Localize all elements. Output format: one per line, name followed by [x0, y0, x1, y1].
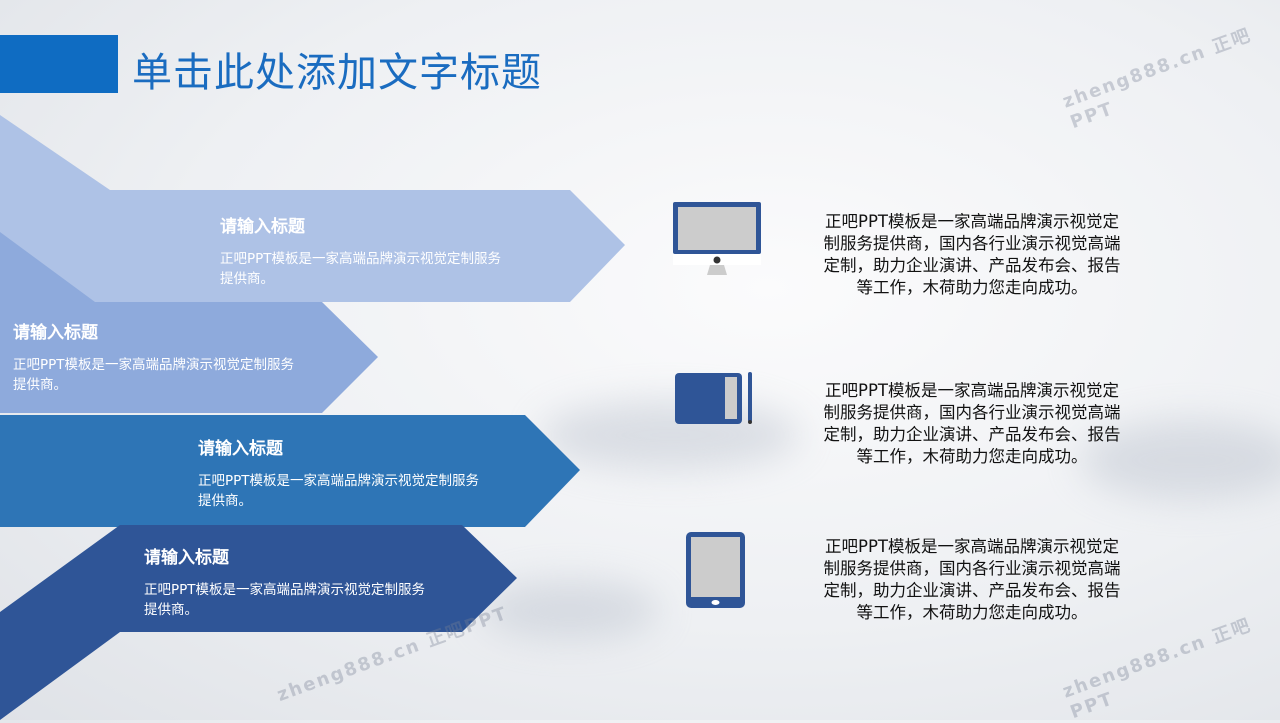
arrow-band-4	[0, 525, 517, 720]
band-heading: 请输入标题	[198, 439, 283, 459]
band-text-2: 请输入标题 正吧PPT模板是一家高端品牌演示视觉定制服务提供商。	[13, 318, 303, 395]
band-body: 正吧PPT模板是一家高端品牌演示视觉定制服务提供商。	[13, 357, 295, 393]
band-body: 正吧PPT模板是一家高端品牌演示视觉定制服务提供商。	[144, 582, 426, 618]
band-heading: 请输入标题	[144, 548, 229, 568]
arrow-band-1	[0, 115, 625, 302]
item-description-3: 正吧PPT模板是一家高端品牌演示视觉定制服务提供商，国内各行业演示视觉高端定制，…	[823, 537, 1121, 622]
band-heading: 请输入标题	[13, 323, 98, 343]
drawing-tablet-icon	[675, 372, 752, 424]
band-text-3: 请输入标题 正吧PPT模板是一家高端品牌演示视觉定制服务提供商。	[198, 434, 488, 511]
band-body: 正吧PPT模板是一家高端品牌演示视觉定制服务提供商。	[220, 251, 502, 287]
arrow-band-2	[0, 232, 378, 413]
item-description-2: 正吧PPT模板是一家高端品牌演示视觉定制服务提供商，国内各行业演示视觉高端定制，…	[823, 381, 1121, 466]
title-accent-bar	[0, 35, 118, 93]
tablet-icon	[686, 532, 745, 608]
band-text-4: 请输入标题 正吧PPT模板是一家高端品牌演示视觉定制服务提供商。	[144, 543, 434, 620]
desktop-monitor-icon	[673, 202, 761, 275]
band-body: 正吧PPT模板是一家高端品牌演示视觉定制服务提供商。	[198, 473, 480, 509]
cloud-decoration	[540, 400, 800, 470]
slide-title[interactable]: 单击此处添加文字标题	[132, 50, 542, 96]
item-description-1: 正吧PPT模板是一家高端品牌演示视觉定制服务提供商，国内各行业演示视觉高端定制，…	[823, 212, 1121, 297]
arrow-band-3	[0, 415, 580, 527]
cloud-decoration	[480, 580, 660, 640]
cloud-decoration	[1080, 420, 1280, 500]
band-heading: 请输入标题	[220, 217, 305, 237]
band-text-1: 请输入标题 正吧PPT模板是一家高端品牌演示视觉定制服务提供商。	[220, 212, 510, 289]
